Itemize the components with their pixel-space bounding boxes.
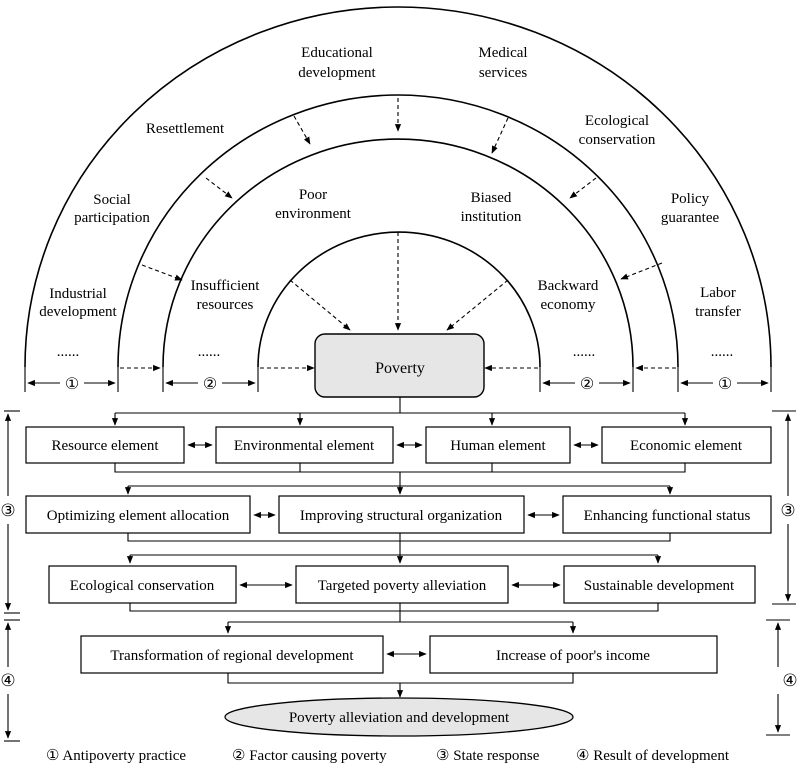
poverty-label: Poverty: [375, 360, 425, 377]
box-economic-element: [601, 426, 772, 464]
marker-one-right: ①: [718, 376, 732, 393]
box-human-element: [425, 426, 571, 464]
label-environmental-element: Environmental element: [234, 438, 375, 454]
legend-antipoverty-practice: ① Antipoverty practice: [46, 748, 186, 764]
box-targeted-poverty-alleviation: [295, 565, 509, 604]
dashed-arrow-social: [141, 264, 183, 281]
label-ecological-conservation-row: Ecological conservation: [70, 578, 215, 594]
marker-four-right: ④: [782, 671, 797, 690]
box-enhancing-functional-status: [562, 495, 772, 534]
label-transformation-of-regional-development: Transformation of regional development: [110, 648, 354, 664]
marker-three-left: ③: [0, 501, 15, 520]
label-poverty-alleviation-and-development: Poverty alleviation and development: [289, 710, 510, 726]
box-improving-structural-organization: [278, 495, 525, 534]
marker-three-right: ③: [780, 501, 795, 520]
box-increase-of-poors-income: [429, 635, 718, 674]
result-ellipse: [224, 697, 574, 737]
box-ecological-conservation: [48, 565, 237, 604]
middle-arc-inner: [162, 138, 634, 368]
collector-row3: [129, 603, 659, 612]
label-increase-of-poors-income: Increase of poor's income: [496, 648, 650, 664]
dashed-arrow-medical: [491, 117, 509, 154]
label-resettlement: Resettlement: [146, 121, 225, 137]
marker-one-left: ①: [65, 376, 79, 393]
label-economic-element: Economic element: [630, 438, 743, 454]
marker-two-left: ②: [203, 376, 217, 393]
legend-state-response: ③ State response: [436, 748, 540, 764]
label-improving-structural-organization: Improving structural organization: [300, 508, 503, 524]
dashed-arrow-poor-environment: [289, 279, 351, 331]
ellipsis-outer-left: ......: [57, 344, 80, 360]
marker-two-right: ②: [580, 376, 594, 393]
marker-four-left: ④: [0, 671, 15, 690]
collector-row4: [227, 673, 574, 684]
dashed-arrow-ecological: [569, 177, 597, 199]
collector-row1: [114, 463, 686, 473]
label-targeted-poverty-alleviation: Targeted poverty alleviation: [318, 578, 487, 594]
label-optimizing-element-allocation: Optimizing element allocation: [47, 508, 230, 524]
label-sustainable-development: Sustainable development: [584, 578, 735, 594]
dashed-arrow-policy: [620, 262, 663, 280]
ellipsis-middle-left: ......: [198, 344, 221, 360]
box-resource-element: [25, 426, 185, 464]
middle-arc-outer: [117, 94, 679, 368]
outer-arc: [24, 6, 772, 368]
ellipsis-middle-right: ......: [573, 344, 596, 360]
box-environmental-element: [215, 426, 394, 464]
box-sustainable-development: [563, 565, 756, 604]
label-resource-element: Resource element: [51, 438, 159, 454]
label-human-element: Human element: [450, 438, 546, 454]
dashed-arrow-biased-institution: [446, 279, 509, 331]
legend-result-of-development: ④ Result of development: [576, 748, 730, 764]
collector-row2: [127, 533, 671, 542]
legend-factor-causing-poverty: ② Factor causing poverty: [232, 748, 387, 764]
box-transformation-of-regional-development: [80, 635, 384, 674]
box-optimizing-element-allocation: [25, 495, 251, 534]
inner-arc: [257, 231, 541, 368]
dashed-arrow-education: [293, 115, 311, 145]
label-enhancing-functional-status: Enhancing functional status: [584, 508, 751, 524]
dashed-arrow-resettlement: [205, 177, 233, 199]
ellipsis-outer-right: ......: [711, 344, 734, 360]
